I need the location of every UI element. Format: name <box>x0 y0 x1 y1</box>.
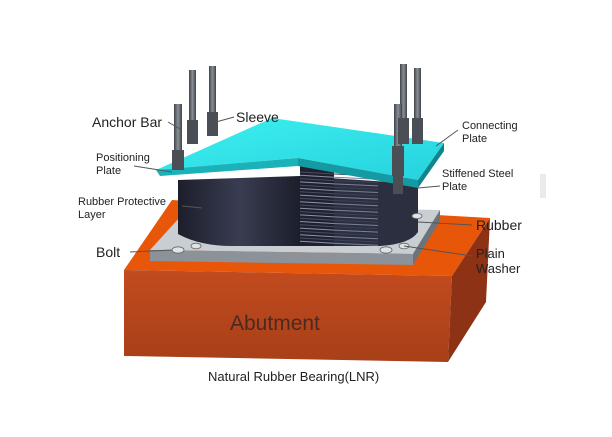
laminate-line <box>333 186 379 190</box>
laminate-line <box>333 216 379 220</box>
laminate-line <box>299 174 335 178</box>
laminate-line <box>299 224 335 228</box>
laminate-line <box>333 236 379 240</box>
sleeve-label: Sleeve <box>236 109 279 125</box>
rubber-label: Rubber <box>476 217 522 233</box>
laminate-line <box>299 221 335 224</box>
laminate-line <box>299 207 335 211</box>
rubber-protective-layer-label-line2: Layer <box>78 209 106 221</box>
laminate-line <box>299 178 335 182</box>
laminate-line <box>333 223 379 226</box>
laminate-line <box>299 204 335 208</box>
connecting-plate-label-line1: Connecting <box>462 120 518 132</box>
laminate-line <box>333 242 379 246</box>
laminate-line <box>333 180 379 184</box>
bolt-label: Bolt <box>96 244 121 260</box>
abutment-side-face <box>448 218 490 362</box>
laminate-line <box>333 229 379 233</box>
laminate-line <box>333 183 379 187</box>
plain-washer-label-line2: Washer <box>476 261 521 276</box>
laminate-line <box>299 234 335 238</box>
laminate-line <box>333 196 379 200</box>
laminate-line <box>333 193 379 197</box>
laminate-line <box>299 240 335 244</box>
laminate-line <box>299 184 335 188</box>
laminate-line <box>299 194 335 198</box>
bottom-plate-front <box>150 250 413 265</box>
laminate-line <box>299 211 335 215</box>
laminate-line <box>333 239 379 243</box>
laminate-line <box>299 237 335 241</box>
laminate-line <box>333 232 379 236</box>
anchor-bar-label: Anchor Bar <box>92 114 163 130</box>
abutment-front-face <box>124 270 452 362</box>
laminate-line <box>299 171 335 175</box>
bolts-group <box>171 212 423 254</box>
laminate-line <box>299 214 335 218</box>
rubber-protective-layer-label-line1: Rubber Protective <box>78 196 167 208</box>
laminate-line <box>333 206 379 210</box>
stiffened-steel-plate-label-line1: Stiffened Steel <box>442 168 514 180</box>
laminate-line <box>333 226 379 230</box>
diagram-caption: Natural Rubber Bearing(LNR) <box>208 369 380 384</box>
abutment-label: Abutment <box>230 312 320 335</box>
laminate-line <box>299 227 335 231</box>
laminate-line <box>333 190 379 193</box>
laminate-line <box>299 217 335 221</box>
laminate-line <box>299 197 335 201</box>
leader-lines <box>129 116 473 257</box>
anchor-bars <box>172 64 423 194</box>
top-connecting-plate <box>156 118 444 188</box>
bottom-plate-side <box>413 210 440 265</box>
laminate-line <box>333 209 379 213</box>
plain-washer-label-line1: Plain <box>476 246 505 261</box>
laminate-line <box>299 181 335 185</box>
stiffened-steel-plate-label-line2: Plate <box>442 181 468 193</box>
positioning-plate-label-line1: Positioning <box>96 152 150 164</box>
positioning-plate-label-line2: Plate <box>96 165 122 177</box>
laminate-line <box>299 201 335 205</box>
laminate-line <box>299 230 335 234</box>
connecting-plate-label-line2: Plate <box>462 133 488 145</box>
laminate-line <box>333 213 379 217</box>
rubber-core <box>178 166 418 246</box>
laminate-line <box>333 199 379 203</box>
laminate-line <box>299 188 335 191</box>
laminate-line <box>333 219 379 223</box>
laminate-line <box>333 203 379 207</box>
edge-artifact <box>540 174 546 198</box>
laminate-line <box>299 191 335 195</box>
